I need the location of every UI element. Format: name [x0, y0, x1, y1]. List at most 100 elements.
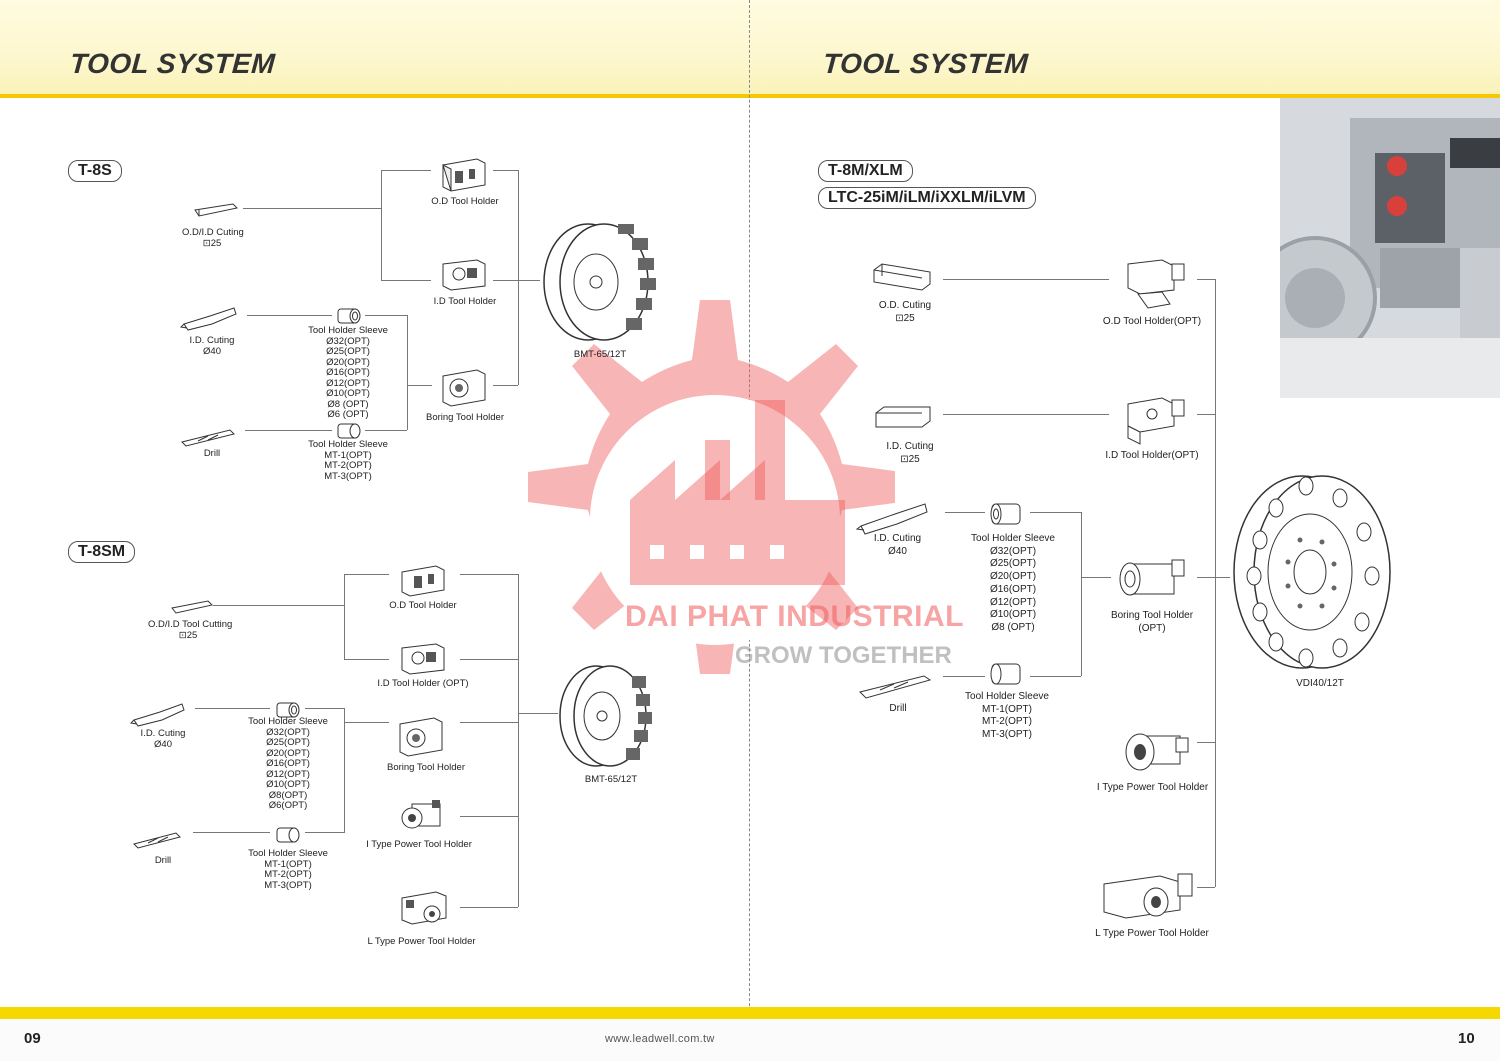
connector [943, 279, 1109, 280]
connector [460, 907, 518, 908]
drill-label: Drill [154, 855, 172, 866]
id-tool-holder-icon [401, 643, 445, 675]
connector [518, 170, 519, 385]
vdi-turret-icon [1233, 475, 1391, 669]
connector [365, 315, 407, 316]
i-type-power-tool-holder-icon [401, 800, 441, 829]
model-tag-t8sm: T-8SM [68, 541, 136, 563]
od-tool-holder-icon [401, 565, 445, 597]
connector [1030, 676, 1081, 677]
id-cutting-square-tool-icon [875, 406, 931, 428]
l-type-power-tool-holder-label: L Type Power Tool Holder [1095, 928, 1209, 939]
connector [344, 708, 345, 832]
bmt-turret-label: BMT-65/12T [584, 774, 638, 785]
id-cutting-square-label: I.D. Cuting⊡25 [886, 441, 934, 465]
l-type-power-tool-holder-icon [401, 891, 447, 925]
connector [945, 512, 985, 513]
bmt-turret-label: BMT-65/12T [573, 349, 627, 360]
connector [518, 713, 558, 714]
id-tool-holder-label: I.D Tool Holder [433, 296, 497, 307]
connector [344, 722, 389, 723]
connector [1081, 512, 1082, 676]
sleeve-icon [990, 503, 1021, 525]
header-rule [0, 94, 1500, 98]
boring-tool-holder-icon [1119, 559, 1185, 596]
footer-bar [0, 1007, 1500, 1019]
id-cutting-tool-icon [129, 703, 185, 727]
model-tag-t8s: T-8S [68, 160, 122, 182]
connector [460, 722, 518, 723]
boring-tool-holder-label: Boring Tool Holder [387, 762, 465, 773]
page-title-left: TOOL SYSTEM [68, 48, 277, 79]
bmt-turret-icon [543, 223, 656, 341]
id-cutting-tool-icon [179, 307, 237, 331]
connector [365, 430, 407, 431]
connector [1215, 577, 1230, 578]
od-tool-holder-label: O.D Tool Holder(OPT) [1102, 316, 1202, 327]
id-cutting-tool-icon [855, 503, 928, 535]
sleeve-icon [276, 702, 300, 718]
connector [1197, 414, 1215, 415]
website-link[interactable]: www.leadwell.com.tw [605, 1033, 715, 1045]
connector [193, 832, 270, 833]
connector [381, 170, 382, 280]
connector [1197, 742, 1215, 743]
sleeve-icon [337, 423, 361, 439]
page-number-right: 10 [1458, 1030, 1475, 1047]
id-tool-holder-label: I.D Tool Holder (OPT) [377, 678, 469, 689]
connector [1197, 887, 1215, 888]
connector [245, 430, 332, 431]
connector [243, 208, 381, 209]
header-band [0, 0, 1500, 95]
od-id-cutting-label: O.D/I.D Cuting⊡25 [182, 227, 244, 249]
connector [943, 414, 1109, 415]
connector [305, 832, 345, 833]
drill-label: Drill [203, 448, 221, 459]
connector [460, 659, 518, 660]
connector [493, 280, 518, 281]
drill-icon [181, 429, 235, 447]
connector [460, 816, 518, 817]
drill-label: Drill [889, 703, 907, 714]
connector [407, 385, 432, 386]
drill-icon [133, 832, 181, 849]
connector [213, 605, 344, 606]
connector [518, 280, 540, 281]
model-tag-t8m-xlm: T-8M/XLM [818, 160, 913, 182]
id-tool-holder-label: I.D Tool Holder(OPT) [1105, 450, 1199, 461]
drill-icon [859, 675, 932, 699]
connector [381, 280, 431, 281]
connector [943, 676, 985, 677]
od-tool-holder-label: O.D Tool Holder [389, 600, 457, 611]
connector [344, 574, 345, 659]
od-cutting-tool-icon [873, 263, 931, 291]
connector [460, 574, 518, 575]
od-tool-holder-label: O.D Tool Holder [431, 196, 499, 207]
connector [493, 170, 518, 171]
connector [407, 315, 408, 430]
connector [344, 659, 389, 660]
sleeve-icon [337, 308, 361, 324]
connector [1030, 512, 1081, 513]
connector [1197, 279, 1215, 280]
sleeve-icon [990, 663, 1021, 685]
connector [1215, 279, 1216, 887]
boring-tool-holder-icon [399, 717, 443, 757]
page-title-right: TOOL SYSTEM [821, 48, 1030, 79]
connector [518, 574, 519, 907]
i-type-power-tool-holder-icon [1125, 733, 1189, 771]
boring-tool-holder-label: Boring Tool Holder [426, 412, 504, 423]
l-type-power-tool-holder-icon [1103, 873, 1193, 919]
od-id-tool-cutting-label: O.D/I.D Tool Cutting⊡25 [148, 619, 233, 641]
vdi-turret-label: VDI40/12T [1296, 678, 1344, 689]
connector [305, 708, 345, 709]
page-number-left: 09 [24, 1030, 41, 1047]
boring-tool-holder-icon [442, 369, 486, 407]
connector [195, 708, 270, 709]
